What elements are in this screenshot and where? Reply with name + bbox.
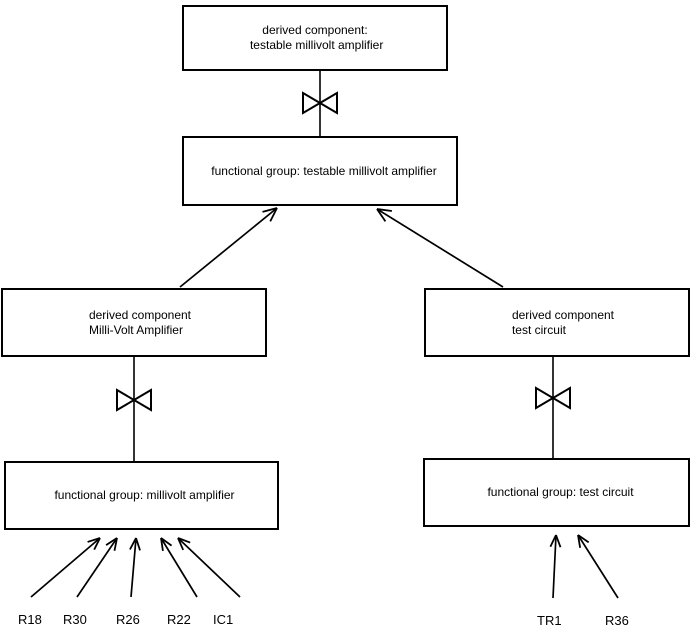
leaf-arrow-r26 — [130, 537, 137, 598]
bowtie-connector-right — [535, 357, 571, 458]
functional-group-millivolt-amplifier-label: functional group: millivolt amplifier — [54, 488, 235, 502]
arrow-milli-volt-amplifier-to-functional-group — [179, 207, 278, 288]
leaf-arrow-head-r36 — [577, 534, 590, 548]
derived-component-test-circuit[interactable]: derived component test circuit — [424, 288, 690, 357]
leaf-label-tr1: TR1 — [537, 613, 562, 628]
derived-component-milli-volt-amplifier-label: derived component Milli-Volt Amplifier — [88, 307, 192, 337]
leaf-label-ic1: IC1 — [213, 612, 234, 627]
leaf-arrow-ic1 — [177, 537, 241, 598]
arrow-test-circuit-to-functional-group — [376, 208, 504, 288]
leaf-arrow-tr1 — [552, 534, 557, 599]
leaf-arrows — [30, 534, 619, 599]
leaf-label-r22: R22 — [167, 612, 191, 627]
leaf-arrow-head-r30 — [105, 537, 118, 551]
leaf-label-r30: R30 — [63, 612, 87, 627]
leaf-arrow-r30 — [76, 537, 118, 598]
functional-group-testable-millivolt-amplifier[interactable]: functional group: testable millivolt amp… — [182, 136, 458, 206]
functional-group-test-circuit[interactable]: functional group: test circuit — [423, 458, 690, 527]
derived-component-testable-millivolt-amplifier-label: derived component: testable millivolt am… — [249, 23, 384, 52]
leaf-arrow-r22 — [160, 537, 198, 598]
leaf-arrow-head-ic1 — [177, 537, 191, 551]
leaf-arrow-r18 — [30, 537, 101, 598]
derived-component-testable-millivolt-amplifier[interactable]: derived component: testable millivolt am… — [182, 5, 448, 71]
bowtie-connector-top — [302, 71, 338, 136]
arrow-test-circuit-to-functional-group-head — [376, 208, 392, 222]
functional-group-millivolt-amplifier[interactable]: functional group: millivolt amplifier — [4, 461, 279, 530]
arrow-milli-volt-amplifier-to-functional-group-head — [262, 207, 278, 222]
leaf-arrow-head-r26 — [129, 537, 141, 551]
connector-lines — [116, 71, 571, 461]
functional-group-testable-millivolt-amplifier-label: functional group: testable millivolt amp… — [211, 163, 437, 178]
inheritance-arrows — [179, 207, 504, 288]
leaf-arrow-r36 — [577, 534, 619, 599]
leaf-arrow-head-tr1 — [549, 534, 562, 548]
leaf-arrow-head-r22 — [160, 537, 173, 551]
derived-component-milli-volt-amplifier[interactable]: derived component Milli-Volt Amplifier — [1, 288, 267, 357]
bowtie-connector-left — [116, 357, 152, 461]
leaf-label-r36: R36 — [605, 613, 629, 628]
leaf-arrow-head-r18 — [87, 537, 101, 551]
functional-group-test-circuit-label: functional group: test circuit — [487, 485, 634, 499]
leaf-label-r26: R26 — [116, 612, 140, 627]
derived-component-test-circuit-label: derived component test circuit — [511, 307, 615, 337]
leaf-label-r18: R18 — [18, 612, 42, 627]
